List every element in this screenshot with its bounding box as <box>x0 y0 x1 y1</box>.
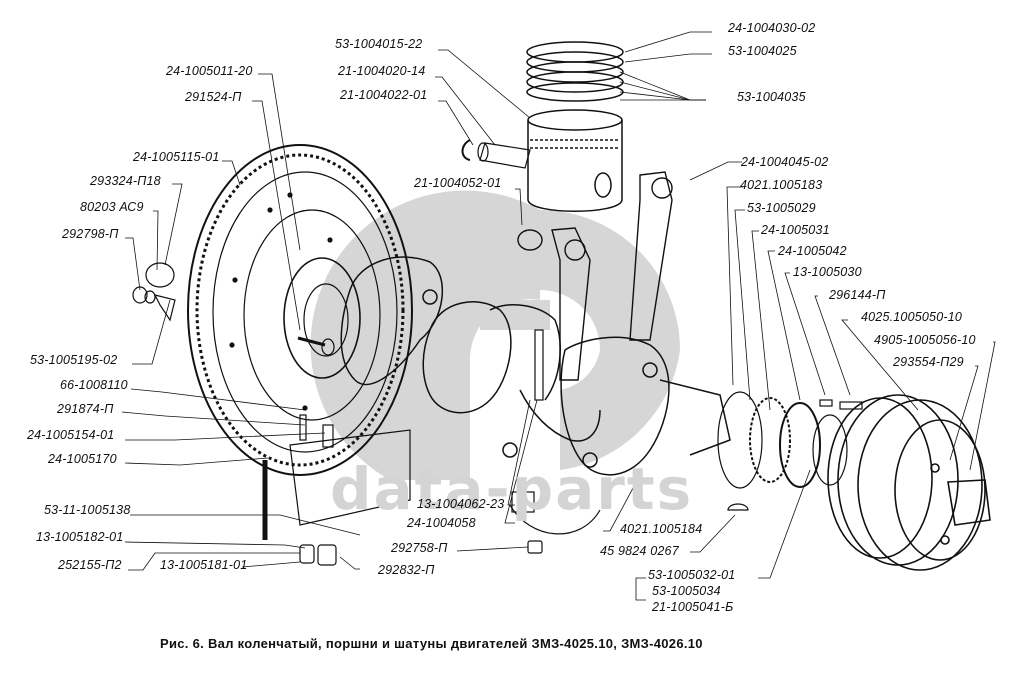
connecting-rod-left <box>517 227 591 381</box>
part-label: 53-1004025 <box>728 44 797 58</box>
lock-plate-assembly <box>132 262 176 322</box>
flywheel <box>187 144 413 476</box>
crank-gear <box>717 391 863 511</box>
part-label: 292832-П <box>378 563 435 577</box>
part-label: 4025.1005050-10 <box>861 310 963 324</box>
part-label: 24-1005154-01 <box>27 428 115 442</box>
part-label: 66-1008110 <box>60 378 128 392</box>
rod-bolt <box>534 329 544 401</box>
part-label: 292798-П <box>62 227 119 241</box>
part-label: 24-1005042 <box>778 244 847 258</box>
part-label: 24-1004030-02 <box>728 21 816 35</box>
part-label: 21-1005041-Б <box>652 600 734 614</box>
part-label: 45 9824 0267 <box>600 544 679 558</box>
part-label: 13-1005182-01 <box>36 530 124 544</box>
part-label: 24-1004045-02 <box>741 155 829 169</box>
piston <box>526 41 624 212</box>
part-label: 21-1004022-01 <box>340 88 428 102</box>
watermark-text: data-parts <box>330 455 694 523</box>
part-label: 4021.1005184 <box>620 522 703 536</box>
part-label: 53-1005029 <box>747 201 816 215</box>
part-label: 53-1004015-22 <box>335 37 423 51</box>
part-label: 24-1005115-01 <box>133 150 220 164</box>
part-label: 296144-П <box>829 288 886 302</box>
part-label: 24-1005011-20 <box>166 64 253 78</box>
flywheel-bolt <box>297 336 335 356</box>
part-label: 292758-П <box>391 541 448 555</box>
crankshaft <box>340 256 731 476</box>
part-label: 291874-П <box>57 402 114 416</box>
part-label: 53-1005034 <box>652 584 721 598</box>
connecting-rod-right <box>629 171 673 341</box>
rod-cap <box>509 491 601 535</box>
part-label: 80203 АС9 <box>80 200 144 214</box>
part-label: 53-11-1005138 <box>44 503 131 517</box>
part-label: 13-1005181-01 <box>160 558 248 572</box>
part-label: 252155-П2 <box>58 558 122 572</box>
watermark-logo <box>310 190 680 480</box>
part-label: 293554-П29 <box>893 355 964 369</box>
part-label: 4021.1005183 <box>740 178 823 192</box>
figure-caption: Рис. 6. Вал коленчатый, поршни и шатуны … <box>160 636 703 651</box>
part-label: 53-1005195-02 <box>30 353 118 367</box>
part-label: 24-1004058 <box>407 516 476 530</box>
nuts <box>299 540 543 566</box>
part-label: 21-1004052-01 <box>414 176 502 190</box>
part-label: 24-1005031 <box>761 223 830 237</box>
crank-pulley <box>827 394 991 571</box>
part-label: 291524-П <box>185 90 242 104</box>
part-label: 13-1004062-23 <box>417 497 505 511</box>
leader-lines <box>121 31 996 601</box>
part-label: 293324-П18 <box>90 174 161 188</box>
part-label: 13-1005030 <box>793 265 862 279</box>
part-label: 24-1005170 <box>48 452 117 466</box>
bearing-cap <box>262 414 411 540</box>
part-label: 53-1004035 <box>737 90 806 104</box>
piston-pin <box>461 139 531 169</box>
part-label: 21-1004020-14 <box>338 64 426 78</box>
part-label: 53-1005032-01 <box>648 568 736 582</box>
part-label: 4905-1005056-10 <box>874 333 976 347</box>
